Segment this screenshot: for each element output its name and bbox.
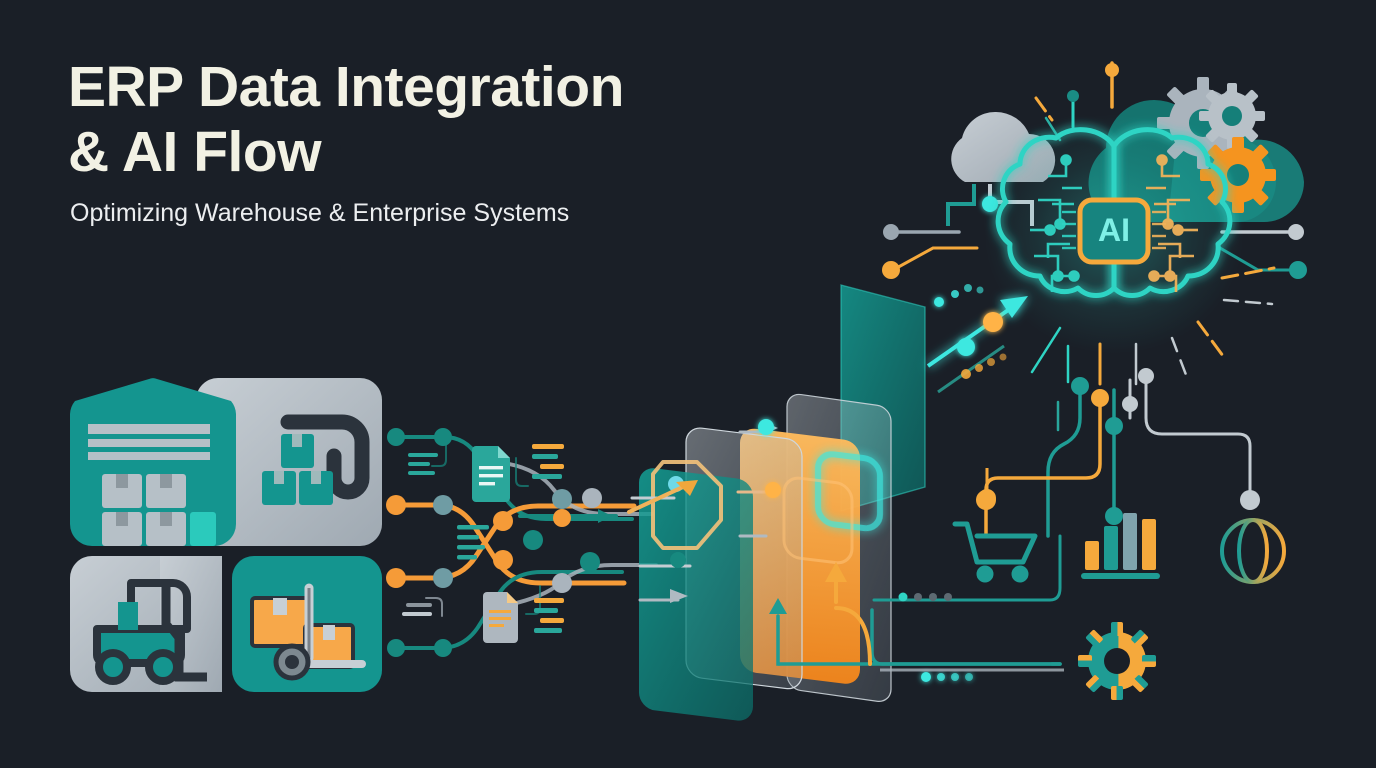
warehouse-tile-group	[70, 378, 382, 692]
gear-small-gray	[1199, 83, 1265, 149]
tile-handtruck	[232, 556, 382, 692]
ai-chip	[1077, 197, 1151, 265]
page-title: ERP Data Integration & AI Flow	[68, 55, 768, 185]
bar-chart-icon	[1081, 513, 1160, 579]
layer-inner-outline-orange	[782, 476, 854, 565]
layer-hexagon-outline	[651, 460, 723, 550]
tile-forklift	[70, 556, 222, 692]
layer-1-teal	[639, 468, 753, 721]
page-title-line-1: ERP Data Integration	[68, 55, 624, 119]
document-icon-gray	[483, 592, 518, 643]
dot-indicator-lower	[921, 672, 973, 682]
circuit-traces	[976, 368, 1260, 538]
shopping-cart-icon	[952, 521, 1038, 583]
ai-brain: AI	[984, 114, 1244, 354]
data-flow-lines	[386, 428, 658, 657]
ai-chip-label: AI	[1098, 212, 1130, 248]
data-bars-orange-teal-1	[532, 444, 564, 479]
page-subtitle: Optimizing Warehouse & Enterprise System…	[70, 198, 570, 227]
layer-markers	[627, 419, 781, 603]
layer-inner-outline-cyan	[815, 451, 883, 532]
settings-gear-icon	[1078, 622, 1156, 700]
icon-connectors	[978, 460, 1252, 516]
tile-crane	[196, 378, 382, 546]
data-bars-orange-teal-2	[534, 598, 564, 633]
data-bars-gray	[402, 603, 432, 616]
header-text-block: ERP Data Integration & AI Flow Optimizin…	[68, 55, 768, 228]
page-title-line-2: & AI Flow	[68, 119, 322, 184]
document-icon-teal	[472, 446, 510, 502]
feed-arrows	[769, 534, 1062, 666]
data-bars-teal-2	[457, 525, 489, 560]
globe-icon	[1220, 518, 1286, 584]
dot-indicator-upper	[898, 592, 952, 602]
data-bars-teal-1	[408, 453, 438, 475]
tile-warehouse	[70, 378, 236, 546]
